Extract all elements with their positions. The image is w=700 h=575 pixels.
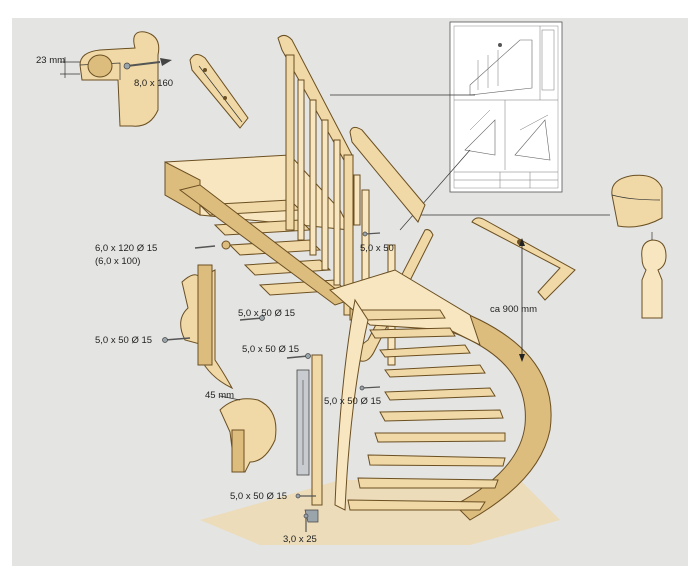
screw-icon (194, 240, 231, 250)
screw-icon (162, 337, 191, 343)
dimension-23mm-label: 23 mm (36, 55, 65, 66)
loose-rail-piece (471, 217, 576, 301)
screw-8x160-label: 8,0 x 160 (134, 78, 173, 89)
screw-5x50-label-e: 5,0 x 50 Ø 15 (230, 491, 287, 502)
screw-icon (286, 353, 311, 359)
screw-icon (362, 231, 381, 237)
screw-5x50-label-c: 5,0 x 50 Ø 15 (242, 344, 299, 355)
screw-5x50-label-d: 5,0 x 50 Ø 15 (324, 396, 381, 407)
screw-icon (123, 61, 161, 70)
screw-icon (359, 385, 381, 391)
screw-6x100-label: (6,0 x 100) (95, 256, 140, 267)
upper-steps (178, 184, 352, 306)
screw-6x120-label: 6,0 x 120 Ø 15 (95, 243, 157, 254)
handrail-profile-detail (611, 174, 667, 319)
height-dimension (519, 238, 525, 362)
main-staircase (328, 269, 552, 521)
screw-icon (295, 493, 316, 499)
stringer-detail (180, 264, 234, 390)
screw-3x25-label: 3,0 x 25 (283, 534, 317, 545)
leader-line (399, 149, 471, 231)
screw-5x50-label-a: 5,0 x 50 Ø 15 (238, 308, 295, 319)
cap-detail (219, 395, 277, 473)
screw-5x50-label-b: 5,0 x 50 Ø 15 (95, 335, 152, 346)
screw-icon (303, 513, 309, 532)
screw-5x50-top-label: 5,0 x 50 (360, 243, 394, 254)
handrail-end-detail (60, 31, 160, 127)
newel-post (296, 354, 323, 506)
technical-drawing-icon (449, 21, 563, 193)
screw-icon (239, 315, 265, 321)
upper-balustrade (277, 34, 370, 321)
dimension-45mm-label: 45 mm (205, 390, 234, 401)
handrail-piece (189, 54, 249, 129)
drill-arrow-icon (160, 58, 172, 66)
dimension-900-label: ca 900 mm (490, 304, 537, 315)
